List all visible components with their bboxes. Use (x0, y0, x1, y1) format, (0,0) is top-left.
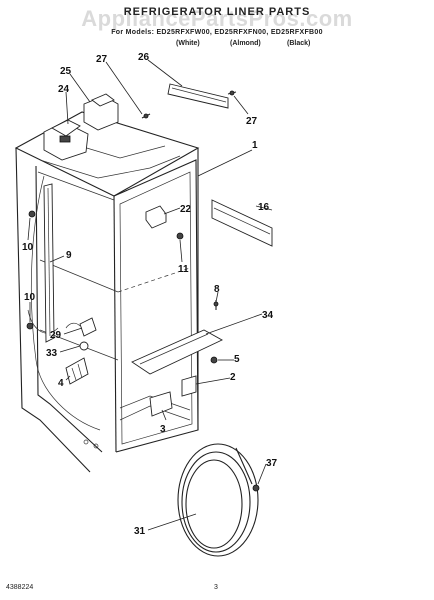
screw-10-upper (28, 210, 36, 218)
callout-11: 11 (178, 264, 189, 275)
callout-10-upper: 10 (22, 242, 34, 253)
water-tube-coil (177, 443, 259, 557)
refrigerator-liner (14, 111, 200, 473)
screw-27-right (227, 90, 237, 96)
callout-34: 34 (262, 310, 274, 321)
callout-25: 25 (60, 66, 72, 77)
leader-lines (27, 59, 273, 531)
callout-4: 4 (58, 378, 64, 389)
callout-37: 37 (266, 458, 278, 469)
callout-10-lower: 10 (24, 292, 36, 303)
damper-assembly (43, 119, 89, 161)
finish-almond: (Almond) (230, 40, 261, 47)
callout-16: 16 (258, 202, 270, 213)
callout-9: 9 (66, 250, 72, 261)
callout-33: 33 (46, 348, 58, 359)
tube-fitting (252, 484, 260, 492)
callout-1: 1 (252, 140, 258, 151)
control-housing (83, 93, 119, 131)
callout-27-right: 27 (246, 116, 258, 127)
watermark: AppliancePartsPros.com (81, 6, 353, 31)
callout-31: 31 (134, 526, 146, 537)
finish-white: (White) (176, 40, 200, 47)
page-number: 3 (214, 584, 218, 591)
thermistor-29 (65, 317, 97, 337)
callout-5: 5 (234, 354, 240, 365)
drain-grille (65, 357, 89, 385)
callout-29: 29 (50, 330, 62, 341)
light-track (43, 183, 55, 343)
screw-27-upper (141, 113, 151, 119)
callout-24: 24 (58, 84, 70, 95)
mounting-bracket (211, 199, 273, 247)
callout-3: 3 (160, 424, 166, 435)
top-rail (167, 83, 229, 109)
callout-8: 8 (214, 284, 220, 295)
screw-11 (176, 232, 184, 240)
finish-black: (Black) (287, 40, 311, 47)
callout-2: 2 (230, 372, 236, 383)
callouts: 25 24 27 26 27 1 16 22 11 8 34 5 2 3 10 … (22, 52, 278, 537)
crisper-shield (131, 329, 223, 375)
callout-27-upper: 27 (96, 54, 108, 65)
screw-10-lower (26, 322, 34, 330)
sensor-33 (79, 341, 89, 351)
callout-26: 26 (138, 52, 150, 63)
shelf-clip (145, 205, 167, 229)
fastener-5 (210, 356, 218, 364)
document-number: 4388224 (6, 584, 34, 591)
model-numbers: For Models: ED25RFXFW00, ED25RFXFN00, ED… (111, 29, 323, 36)
support-3 (149, 391, 173, 417)
bracket-2 (181, 375, 197, 397)
diagram-title: REFRIGERATOR LINER PARTS (123, 6, 311, 18)
callout-22: 22 (180, 204, 192, 215)
